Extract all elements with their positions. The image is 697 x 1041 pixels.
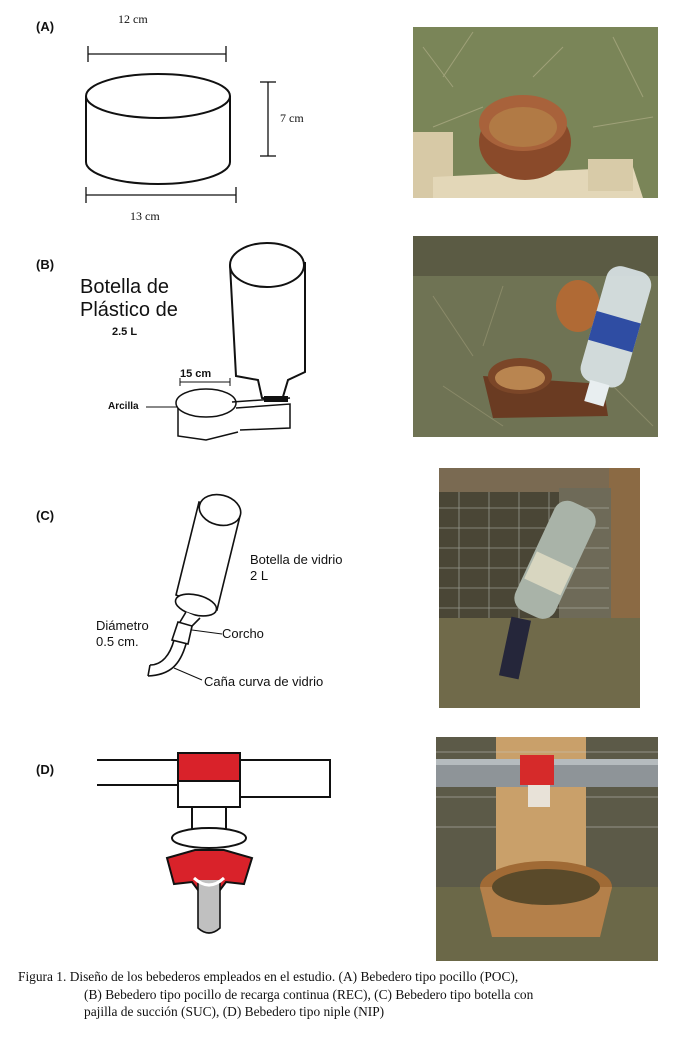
cork-label: Corcho bbox=[222, 626, 264, 641]
clay-dish-drawing bbox=[146, 378, 291, 441]
photo-nipple-drinker-scene bbox=[436, 737, 658, 961]
panel-c-letter: (C) bbox=[36, 508, 55, 523]
curved-tube-drawing bbox=[147, 629, 223, 681]
photo-plastic-bottle-scene bbox=[413, 236, 658, 437]
photo-clay-bowl bbox=[413, 27, 658, 198]
photo-clay-bowl-scene bbox=[413, 27, 658, 198]
diagram-drawings bbox=[85, 46, 331, 934]
plastic-bottle-label-line1: Botella de bbox=[80, 276, 169, 298]
photo-glass-bottle-scene bbox=[439, 468, 640, 708]
caption-line-1: Figura 1. Diseño de los bebederos emplea… bbox=[18, 969, 519, 984]
height-label: 7 cm bbox=[280, 111, 304, 125]
bottom-width-label: 13 cm bbox=[130, 209, 160, 223]
nipple-clamp-drawing bbox=[165, 752, 254, 934]
cork-drawing bbox=[170, 621, 193, 645]
dish-width-label: 15 cm bbox=[180, 368, 212, 380]
glass-bottle-label-line2: 2 L bbox=[250, 568, 269, 583]
bottle-mouth-drawing bbox=[264, 396, 288, 402]
curved-tube-label: Caña curva de vidrio bbox=[204, 674, 324, 689]
plastic-bottle-drawing bbox=[229, 242, 306, 402]
pipe-drawing bbox=[97, 759, 331, 798]
panel-d-letter: (D) bbox=[36, 762, 55, 777]
plastic-bottle-label-line2: Plástico de bbox=[80, 299, 178, 321]
glass-bottle-drawing bbox=[174, 493, 242, 644]
volume-label: 2.5 L bbox=[112, 326, 138, 338]
photo-nipple-drinker bbox=[436, 737, 658, 961]
clay-label: Arcilla bbox=[108, 401, 139, 412]
top-width-label: 12 cm bbox=[118, 12, 148, 26]
caption-line-2: (B) Bebedero tipo pocillo de recarga con… bbox=[84, 986, 534, 1002]
caption-line-3: pajilla de succión (SUC), (D) Bebedero t… bbox=[84, 1004, 385, 1019]
figure-caption: Figura 1. Diseño de los bebederos emplea… bbox=[18, 968, 668, 1021]
photo-plastic-bottle-drinker bbox=[413, 236, 658, 437]
glass-bottle-label-line1: Botella de vidrio bbox=[250, 552, 343, 567]
diameter-label-line1: Diámetro bbox=[96, 618, 149, 633]
cylinder-bowl-drawing bbox=[85, 73, 231, 185]
diameter-label-line2: 0.5 cm. bbox=[96, 634, 139, 649]
panel-a-letter: (A) bbox=[36, 19, 55, 34]
photo-glass-bottle-drinker bbox=[439, 468, 640, 708]
panel-b-letter: (B) bbox=[36, 257, 55, 272]
dimension-lines-a bbox=[85, 46, 276, 203]
